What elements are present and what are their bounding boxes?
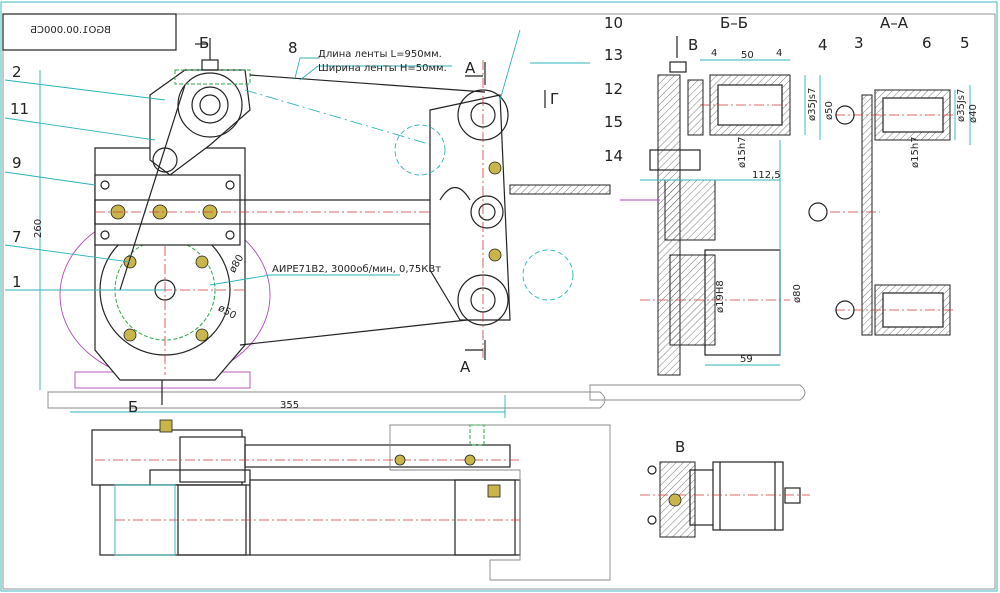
belt-length-note: Длина ленты L=950мм.: [318, 49, 442, 60]
base-plate: [47, 391, 606, 409]
section-mark-b-bottom: Б: [128, 398, 138, 416]
section-aa-title: А–А: [880, 14, 909, 32]
part-14: 14: [604, 147, 623, 165]
part-10: 10: [604, 14, 623, 32]
plan-view: [91, 419, 611, 581]
part-6: 6: [922, 34, 932, 52]
dim-bb-4a: 4: [711, 48, 717, 59]
part-3: 3: [854, 34, 864, 52]
dim-height: 260: [33, 219, 44, 238]
belt-width-note: Ширина ленты H=50мм.: [318, 63, 447, 74]
motor-spec-note: АИРЕ71В2, 3000об/мин, 0,75КВт: [272, 264, 441, 275]
part-8: 8: [288, 39, 298, 57]
dim-bb-4b: 4: [776, 48, 782, 59]
section-bb-title: Б–Б: [720, 14, 748, 32]
view-v: В: [640, 438, 810, 538]
part-11: 11: [10, 100, 29, 118]
belt-table: [509, 184, 611, 195]
part-1: 1: [12, 273, 22, 291]
dim-width: 355: [280, 400, 299, 411]
part-7: 7: [12, 228, 22, 246]
dim-bb-59: 59: [740, 354, 753, 365]
section-mark-b-top: Б: [199, 34, 209, 52]
title-block-code: BGO1.00.000СБ: [30, 25, 111, 36]
view-mark-g: Г: [550, 90, 559, 108]
section-mark-a-bottom: А: [460, 358, 471, 376]
part-2: 2: [12, 63, 22, 81]
section-aa: А–А 3 6 5 ø35Js7 ø40 ø15h7: [808, 14, 979, 336]
dim-aa-d35: ø35Js7: [956, 89, 967, 122]
dim-bb-d35: ø35Js7: [807, 88, 818, 121]
drive-pulley: [177, 72, 243, 138]
dim-bb-d19: ø19H8: [715, 280, 726, 313]
view-mark-v: В: [688, 36, 698, 54]
dim-bb-d15: ø15h7: [737, 136, 748, 168]
main-view: Б Б А А Г 2 11 9 7 1 8 10 13 12 15 14 Дл…: [4, 14, 623, 418]
part-4: 4: [818, 36, 828, 54]
idler-frame: [429, 94, 511, 321]
section-bb: Б–Б В 4 4 50 4 ø35Js7 ø50 ø15h7 112,5 ø1…: [589, 14, 835, 401]
part-12: 12: [604, 80, 623, 98]
part-15: 15: [604, 113, 623, 131]
dim-bb-112: 112,5: [752, 170, 781, 181]
dim-bb-50: 50: [741, 50, 754, 61]
part-5: 5: [960, 34, 970, 52]
section-mark-a-top: А: [465, 59, 476, 77]
view-v-title: В: [675, 438, 685, 456]
belt: [249, 74, 486, 93]
part-9: 9: [12, 154, 22, 172]
dim-bb-d80: ø80: [792, 284, 803, 303]
dim-bb-d50: ø50: [824, 101, 835, 120]
part-13: 13: [604, 46, 623, 64]
dim-aa-d15: ø15h7: [910, 136, 921, 168]
dim-aa-d40: ø40: [968, 104, 979, 123]
